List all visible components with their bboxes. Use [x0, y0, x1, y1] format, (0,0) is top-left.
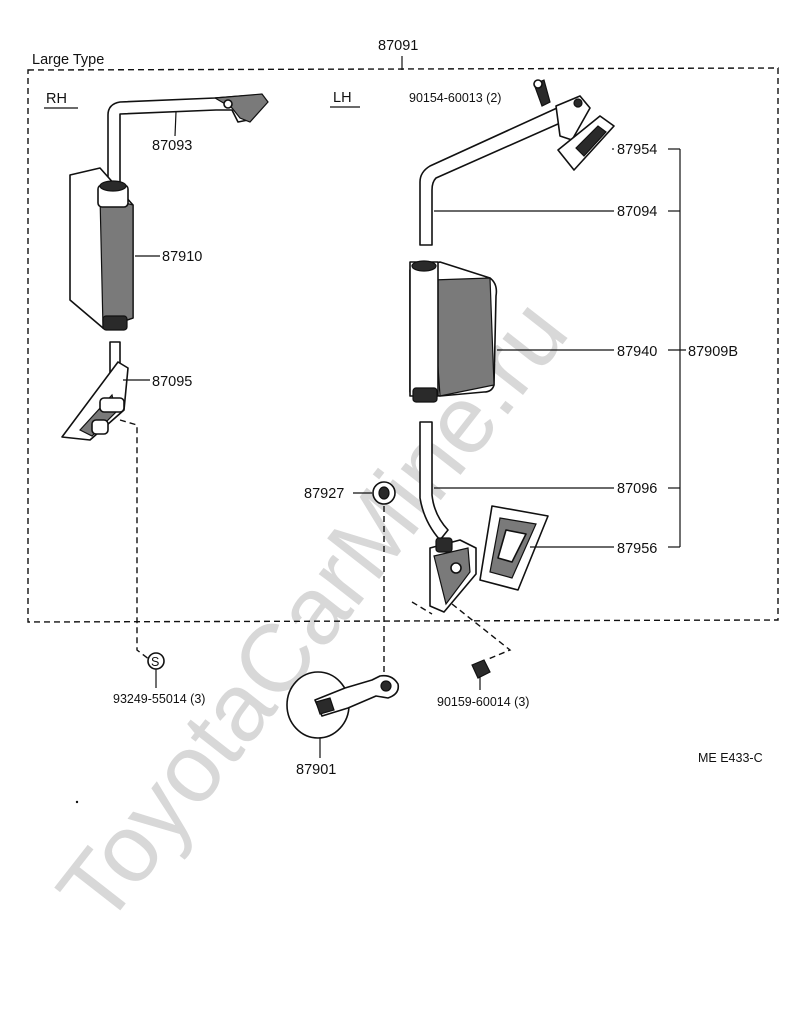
part-label-87096: 87096 — [617, 481, 657, 497]
part-label-87954: 87954 — [617, 142, 657, 158]
assembly-number-label: 87091 — [378, 38, 418, 54]
part-label-90154: 90154-60013 (2) — [409, 91, 501, 105]
frame-title-label: Large Type — [32, 52, 104, 68]
lh-stay-87094 — [419, 95, 591, 246]
part-label-87909b: 87909B — [688, 344, 738, 360]
stray-dot — [75, 800, 79, 804]
bolt-90159 — [471, 659, 491, 690]
under-mirror-87901 — [286, 671, 400, 739]
lh-side-label: LH — [333, 90, 352, 106]
part-label-87093: 87093 — [152, 138, 192, 154]
part-label-87901: 87901 — [296, 762, 336, 778]
rh-stay-87093 — [107, 93, 269, 186]
lh-cover-87954 — [557, 115, 615, 171]
leader-87093 — [174, 111, 177, 137]
lh-bolt-dashed-link — [411, 601, 512, 661]
lh-mirror-87940 — [409, 260, 498, 403]
lh-stay-87096 — [419, 421, 477, 613]
part-label-87940: 87940 — [617, 344, 657, 360]
lh-cover-87956 — [479, 505, 549, 591]
rh-bracket-87095 — [61, 341, 129, 441]
part-label-87956: 87956 — [617, 541, 657, 557]
part-label-87910: 87910 — [162, 249, 202, 265]
rh-mirror-87910 — [69, 167, 134, 331]
clip-symbol-text: S — [151, 655, 159, 669]
bolt-90154 — [533, 79, 551, 107]
clip-symbol-93249: S — [147, 652, 165, 688]
assembly-bracket-87909b — [668, 148, 686, 548]
part-label-93249: 93249-55014 (3) — [113, 692, 205, 706]
rh-screw-dashed-link — [119, 419, 151, 661]
grommet-87927 — [372, 481, 396, 505]
reference-code: ME E433-C — [698, 751, 763, 765]
rh-side-label: RH — [46, 91, 67, 107]
large-type-frame — [27, 67, 779, 623]
part-label-90159: 90159-60014 (3) — [437, 695, 529, 709]
part-label-87095: 87095 — [152, 374, 192, 390]
part-label-87927: 87927 — [304, 486, 344, 502]
part-label-87094: 87094 — [617, 204, 657, 220]
